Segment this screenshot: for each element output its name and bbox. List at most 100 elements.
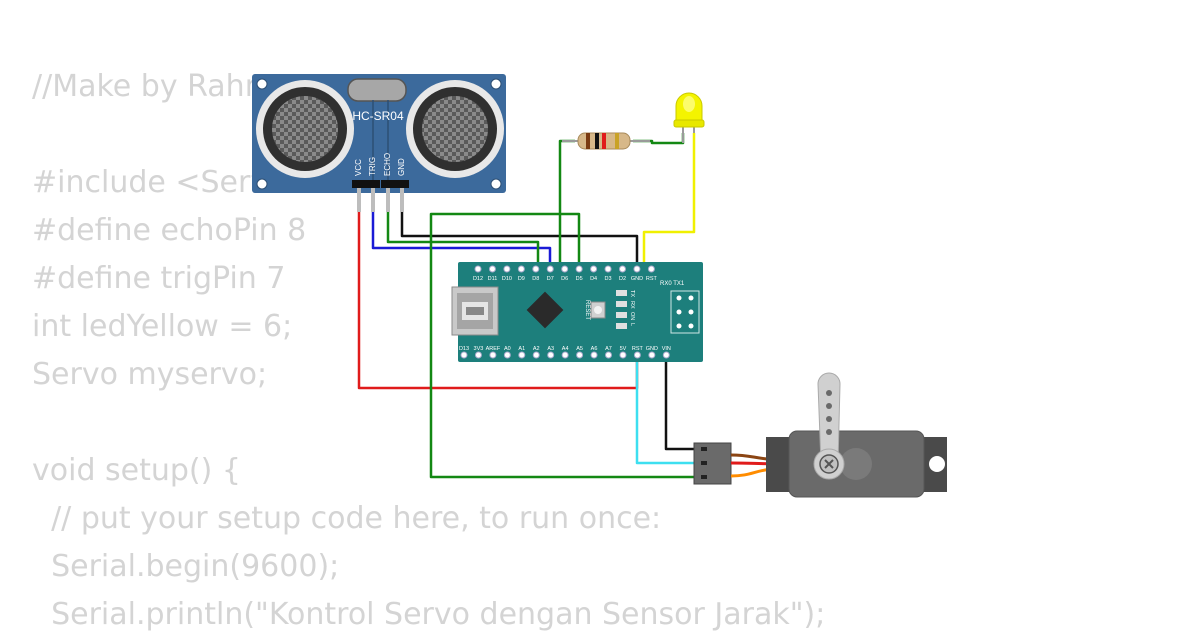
pin-hole[interactable]: [518, 351, 526, 359]
ultrasonic-sensor[interactable]: HC-SR04 VCC TRIG ECHO GND: [252, 74, 506, 212]
pin-hole[interactable]: [474, 265, 482, 273]
pin-hole[interactable]: [633, 265, 641, 273]
status-led-label: RX: [629, 301, 635, 309]
top-pin-label: D2: [619, 276, 626, 282]
sensor-pin-label: ECHO: [383, 153, 392, 176]
top-pin-label: D3: [605, 276, 612, 282]
sensor-pin-label: VCC: [354, 159, 363, 176]
wire-yellow-led[interactable]: [642, 133, 696, 268]
usb-connector: [451, 286, 499, 336]
pin-hole[interactable]: [662, 351, 670, 359]
sensor-pin-label: TRIG: [368, 157, 377, 176]
pin-hole[interactable]: [604, 265, 612, 273]
top-pin-label: RST: [646, 276, 658, 282]
bottom-pin-label: A1: [518, 346, 525, 352]
icsp-header: [670, 290, 700, 334]
top-pin-label: D9: [518, 276, 525, 282]
pin-hole[interactable]: [488, 265, 496, 273]
transducer-left: [256, 80, 354, 178]
bottom-pin-label: A6: [591, 346, 598, 352]
board-pcb: [458, 262, 703, 362]
bottom-pin-label: A4: [562, 346, 569, 352]
status-led-label: ON: [629, 312, 635, 320]
pin-hole[interactable]: [546, 265, 554, 273]
code-line: Servo myservo;: [32, 357, 268, 392]
code-line: #define trigPin 7: [32, 261, 286, 296]
code-line: int ledYellow = 6;: [32, 309, 293, 344]
pin-hole[interactable]: [532, 265, 540, 273]
pin-hole[interactable]: [575, 265, 583, 273]
mount-hole: [490, 78, 502, 90]
reset-button[interactable]: [590, 301, 606, 319]
bottom-pin-label: AREF: [486, 346, 501, 352]
crystal-oscillator: [347, 78, 407, 102]
wire-blue-trig[interactable]: [371, 196, 552, 268]
sensor-header: [352, 180, 409, 212]
pin-hole[interactable]: [576, 351, 584, 359]
code-line: void setup() {: [32, 453, 241, 488]
bottom-pin-label: A7: [605, 346, 612, 352]
status-leds: [616, 290, 627, 329]
bottom-pin-label: A5: [576, 346, 583, 352]
code-line: Serial.begin(9600);: [32, 549, 340, 584]
pin-hole[interactable]: [561, 351, 569, 359]
sensor-title: HC-SR04: [352, 109, 404, 123]
bottom-pin-label: D13: [459, 346, 469, 352]
wire-black-servo[interactable]: [664, 356, 697, 451]
pin-hole[interactable]: [503, 351, 511, 359]
servo-motor[interactable]: [693, 372, 947, 498]
top-pin-label: D8: [532, 276, 539, 282]
wire-cyan-5v[interactable]: [635, 356, 697, 465]
bottom-pin-label: RST: [632, 346, 644, 352]
pin-hole[interactable]: [590, 351, 598, 359]
microcontroller-chip: [526, 291, 564, 329]
pin-hole[interactable]: [647, 265, 655, 273]
pin-hole[interactable]: [517, 265, 525, 273]
status-led-label: TX: [629, 290, 635, 297]
pin-hole[interactable]: [648, 351, 656, 359]
resistor[interactable]: [562, 132, 650, 150]
bottom-pin-label: A3: [547, 346, 554, 352]
pin-hole[interactable]: [619, 265, 626, 273]
wire-black-gnd[interactable]: [400, 196, 639, 268]
wire-green-echo[interactable]: [386, 196, 540, 268]
pin-hole[interactable]: [503, 265, 511, 273]
pin-hole[interactable]: [474, 351, 482, 359]
top-pin-label: D7: [547, 276, 554, 282]
bottom-pin-label: A2: [533, 346, 540, 352]
mount-hole: [490, 178, 502, 190]
code-line: Serial.println("Kontrol Servo dengan Sen…: [32, 597, 826, 632]
top-pin-label: D12: [473, 276, 483, 282]
top-pin-label: D4: [590, 276, 597, 282]
pin-hole[interactable]: [605, 351, 612, 359]
bottom-pin-label: VIN: [662, 346, 671, 352]
rx-tx-label: RX0 TX1: [660, 281, 685, 287]
pin-hole[interactable]: [561, 265, 569, 273]
pin-hole[interactable]: [489, 351, 497, 359]
pin-hole[interactable]: [547, 351, 555, 359]
mount-hole: [256, 78, 268, 90]
pin-hole[interactable]: [460, 351, 468, 359]
servo-horn[interactable]: [813, 372, 845, 480]
pin-hole[interactable]: [633, 351, 641, 359]
pin-hole[interactable]: [590, 265, 598, 273]
sensor-pin-label: GND: [397, 158, 406, 176]
wire-green-resistor[interactable]: [558, 139, 575, 268]
wire-green-servo[interactable]: [429, 212, 697, 479]
reset-label: RESET: [584, 300, 590, 320]
servo-connector: [693, 442, 732, 485]
bottom-pin-label: A0: [504, 346, 511, 352]
code-line: // put your setup code here, to run once…: [32, 501, 662, 536]
top-pin-label: GND: [631, 276, 643, 282]
bottom-pin-label: 5V: [620, 346, 627, 352]
code-line: #define echoPin 8: [32, 213, 307, 248]
pin-hole[interactable]: [532, 351, 540, 359]
pin-hole[interactable]: [619, 351, 627, 359]
yellow-led[interactable]: [673, 92, 705, 143]
